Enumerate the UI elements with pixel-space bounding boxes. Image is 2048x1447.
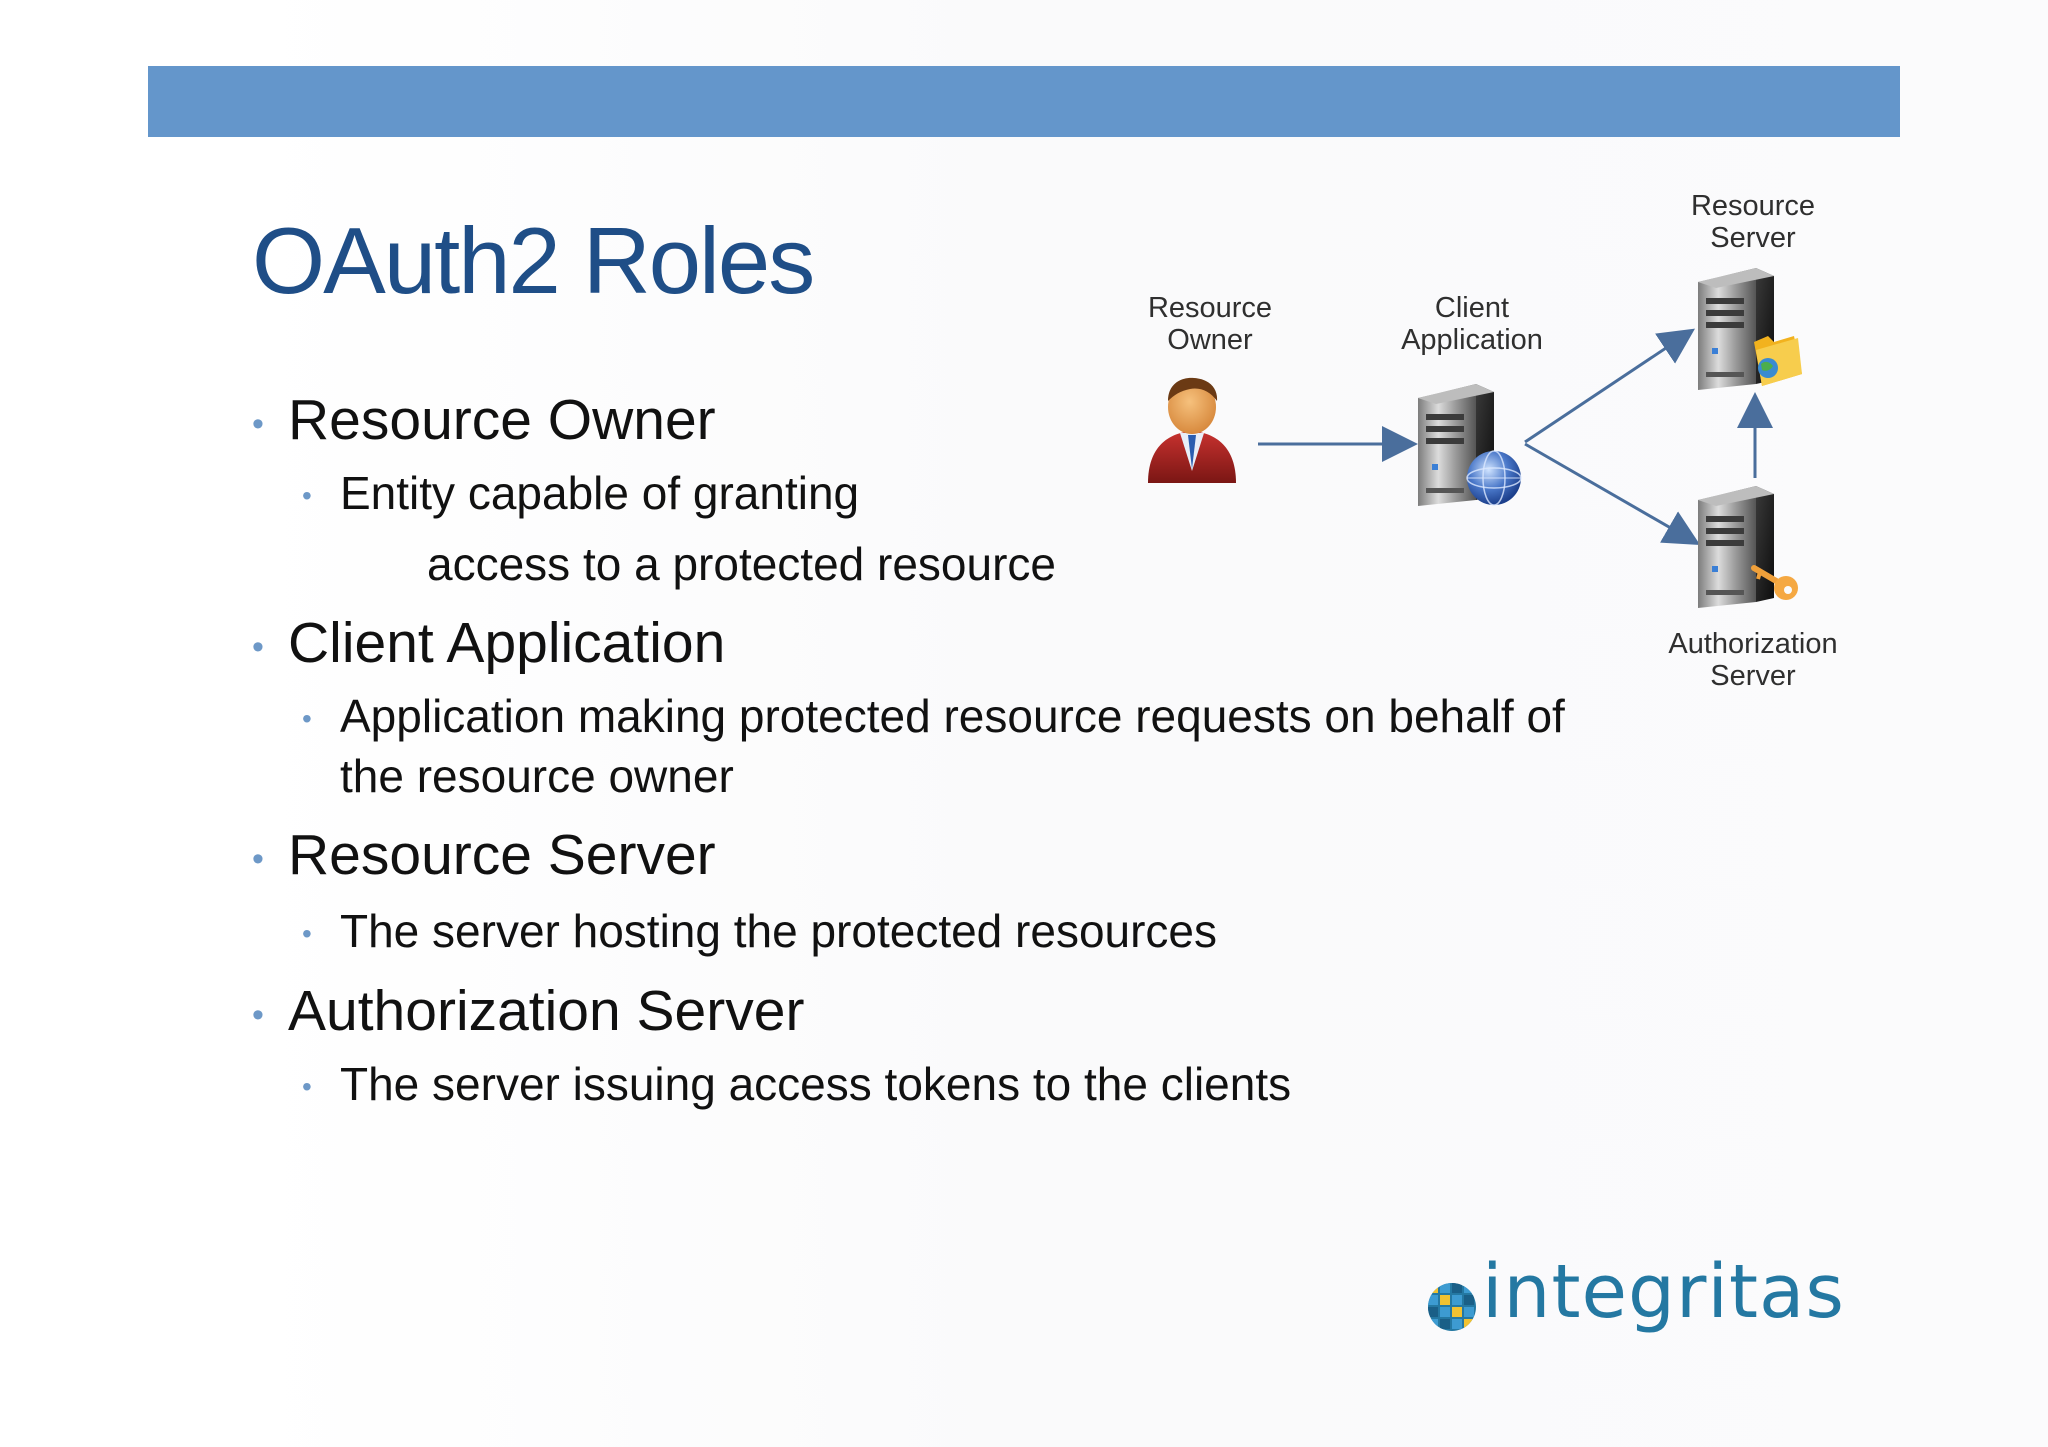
bullet-dot: • (252, 996, 264, 1034)
server-globe-icon (1418, 384, 1522, 506)
slide-title: OAuth2 Roles (252, 208, 815, 313)
logo-globe-icon (1428, 1283, 1476, 1331)
arrow-client-to-resource-server (1524, 328, 1695, 444)
bullet-dot: • (302, 480, 312, 511)
server-folder-icon (1698, 268, 1802, 390)
header-bar (148, 66, 1900, 137)
label-client-application: Client Application (1401, 292, 1543, 357)
bullet-dot: • (252, 628, 264, 666)
bullet-dot: • (302, 703, 312, 734)
logo-text: integritas (1482, 1249, 1845, 1335)
arrow-client-to-authorization-server (1524, 442, 1701, 545)
oauth-roles-diagram: Resource Owner Client Application Resour… (1100, 170, 1900, 730)
person-icon (1148, 377, 1236, 483)
label-resource-server: Resource Server (1690, 190, 1816, 255)
bullet-dot: • (252, 840, 264, 878)
integritas-logo: integritas (1420, 1255, 1844, 1345)
bullet-dot: • (252, 405, 264, 443)
label-authorization-server: Authorization Server (1668, 628, 1838, 693)
diagram-graphics (1148, 268, 1802, 608)
label-resource-owner: Resource Owner (1147, 292, 1273, 357)
bullet-dot: • (302, 1071, 312, 1102)
bullet-dot: • (302, 918, 312, 949)
server-key-icon (1698, 486, 1798, 608)
